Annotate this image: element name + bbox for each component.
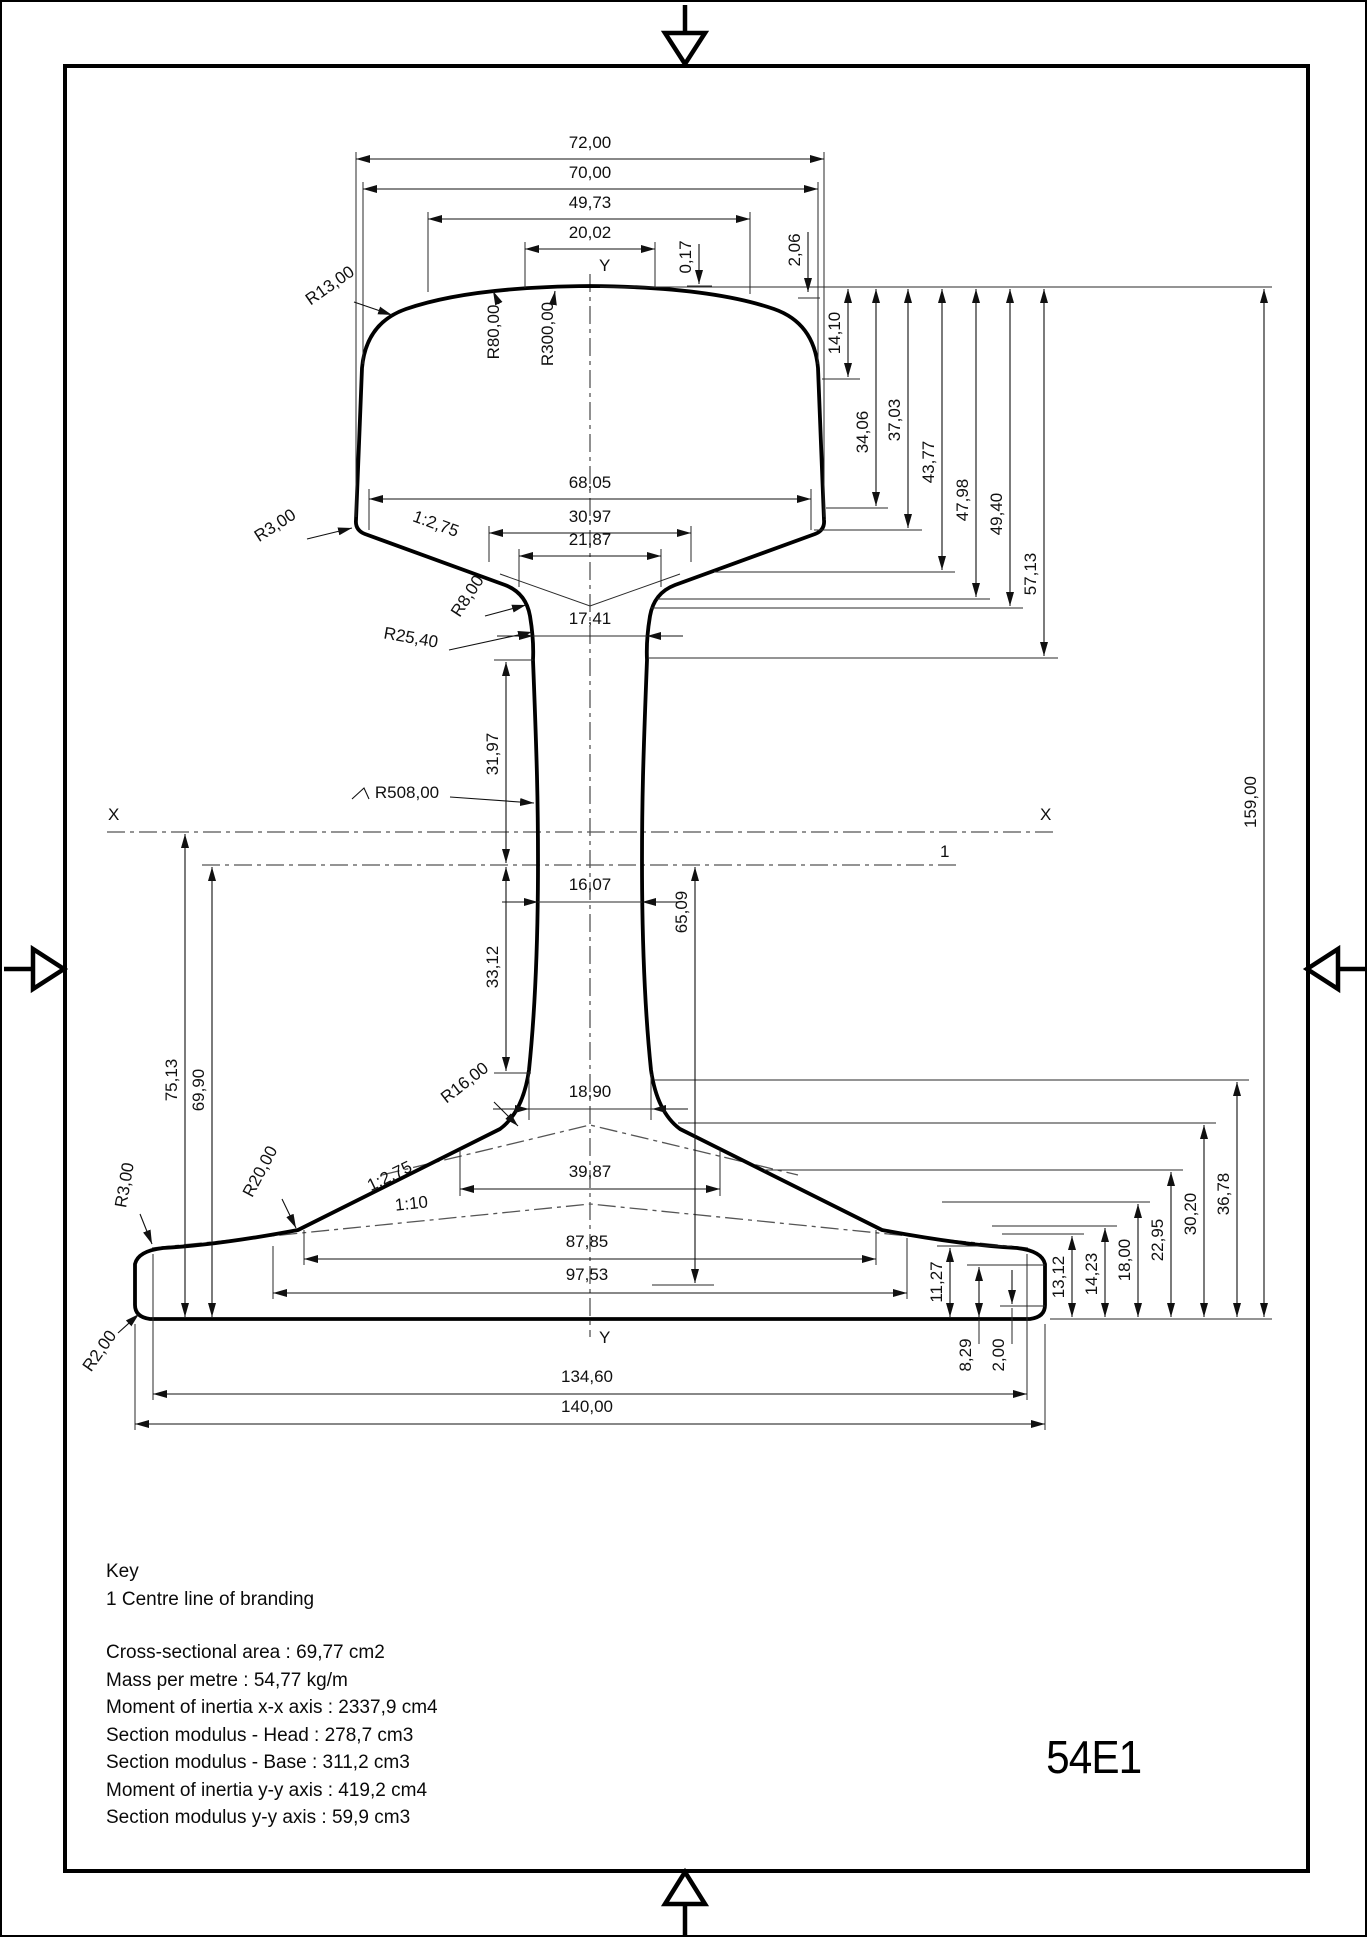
head-gauge-construction-line bbox=[499, 573, 681, 607]
foot-1-10-construction-line bbox=[151, 1203, 1029, 1249]
dim-label-49-40: 49,40 bbox=[987, 493, 1006, 536]
key-title: Key bbox=[106, 1561, 139, 1582]
y-axis-label-top: Y bbox=[599, 256, 610, 275]
branding-line-ref-label: 1 bbox=[940, 842, 949, 861]
property-section-modulus-base: Section modulus - Base : 311,2 cm3 bbox=[106, 1752, 410, 1773]
dim-label-97-53: 97,53 bbox=[566, 1265, 609, 1284]
radius-label-r20: R20,00 bbox=[239, 1143, 282, 1200]
profile-designation-title: 54E1 bbox=[1046, 1731, 1142, 1783]
dimension-labels: 72,00 70,00 49,73 20,02 0,17 2,06 14,10 … bbox=[79, 133, 1260, 1416]
dim-label-65-09: 65,09 bbox=[672, 891, 691, 934]
radius-label-r16: R16,00 bbox=[437, 1058, 492, 1107]
dim-label-70-00: 70,00 bbox=[569, 163, 612, 182]
registration-mark-left bbox=[4, 944, 69, 994]
dim-label-11-27: 11,27 bbox=[927, 1261, 946, 1302]
centerlines bbox=[107, 274, 1057, 1337]
dim-label-31-97: 31,97 bbox=[483, 733, 502, 776]
dim-label-39-87: 39,87 bbox=[569, 1162, 612, 1181]
dim-label-22-95: 22,95 bbox=[1148, 1219, 1167, 1262]
radius-label-r2: R2,00 bbox=[79, 1327, 121, 1375]
key-item-1: 1 Centre line of branding bbox=[106, 1588, 315, 1610]
dim-label-37-03: 37,03 bbox=[885, 399, 904, 442]
dim-label-75-13: 75,13 bbox=[162, 1059, 181, 1102]
dim-label-16-07: 16,07 bbox=[569, 875, 612, 894]
radius-label-r3-head: R3,00 bbox=[251, 505, 299, 546]
dim-label-43-77: 43,77 bbox=[919, 441, 938, 484]
dim-label-33-12: 33,12 bbox=[483, 946, 502, 989]
property-cross-sectional-area: Cross-sectional area : 69,77 cm2 bbox=[106, 1642, 385, 1663]
registration-mark-right bbox=[1302, 944, 1365, 994]
dim-label-30-20: 30,20 bbox=[1181, 1193, 1200, 1236]
radius-label-r80: R80,00 bbox=[484, 305, 503, 360]
dim-label-17-41: 17,41 bbox=[569, 609, 612, 628]
property-moment-inertia-yy: Moment of inertia y-y axis : 419,2 cm4 bbox=[106, 1779, 428, 1801]
dim-label-87-85: 87,85 bbox=[566, 1232, 609, 1251]
dim-label-30-97: 30,97 bbox=[569, 507, 612, 526]
property-mass-per-metre: Mass per metre : 54,77 kg/m bbox=[106, 1669, 348, 1691]
radius-label-r300: R300,00 bbox=[538, 302, 557, 366]
dim-label-0-17: 0,17 bbox=[676, 240, 695, 273]
dim-label-2-06: 2,06 bbox=[785, 233, 804, 266]
rail-cross-section-outline bbox=[133, 284, 1047, 1321]
dim-label-69-90: 69,90 bbox=[189, 1069, 208, 1112]
x-axis-label-left: X bbox=[108, 805, 119, 824]
dim-label-57-13: 57,13 bbox=[1021, 553, 1040, 596]
dim-label-13-12: 13,12 bbox=[1049, 1256, 1068, 1299]
radius-label-r13: R13,00 bbox=[302, 262, 358, 309]
property-moment-inertia-xx: Moment of inertia x-x axis : 2337,9 cm4 bbox=[106, 1697, 438, 1718]
radius-label-r3-foot: R3,00 bbox=[111, 1161, 138, 1209]
radius-label-r8: R8,00 bbox=[447, 572, 488, 620]
dim-label-14-23: 14,23 bbox=[1082, 1253, 1101, 1296]
dim-label-34-06: 34,06 bbox=[853, 411, 872, 454]
dim-label-14-10: 14,10 bbox=[825, 312, 844, 355]
dim-label-20-02: 20,02 bbox=[569, 223, 612, 242]
y-axis-label-bottom: Y bbox=[599, 1328, 610, 1347]
dim-label-18-00: 18,00 bbox=[1115, 1239, 1134, 1282]
x-axis-label-right: X bbox=[1040, 805, 1051, 824]
dim-label-49-73: 49,73 bbox=[569, 193, 612, 212]
dim-label-134-60: 134,60 bbox=[561, 1367, 613, 1386]
slope-label-1-10: 1:10 bbox=[394, 1192, 429, 1214]
dim-label-36-78: 36,78 bbox=[1214, 1173, 1233, 1216]
dim-label-21-87: 21,87 bbox=[569, 530, 612, 549]
slope-label-foot: 1:2,75 bbox=[364, 1157, 415, 1195]
dim-label-18-90: 18,90 bbox=[569, 1082, 612, 1101]
dim-label-8-29: 8,29 bbox=[956, 1338, 975, 1371]
radius-label-r508: R508,00 bbox=[375, 783, 439, 802]
dim-label-47-98: 47,98 bbox=[953, 479, 972, 522]
property-section-modulus-yy: Section modulus y-y axis : 59,9 cm3 bbox=[106, 1807, 411, 1828]
property-section-modulus-head: Section modulus - Head : 278,7 cm3 bbox=[106, 1724, 414, 1746]
registration-mark-top bbox=[660, 5, 710, 69]
dimension-lines bbox=[117, 155, 1268, 1428]
dim-label-72-00: 72,00 bbox=[569, 133, 612, 152]
extension-lines bbox=[134, 152, 1272, 1430]
dim-label-140-00: 140,00 bbox=[561, 1397, 613, 1416]
axis-labels: Y Y X X 1 bbox=[108, 256, 1051, 1347]
registration-mark-bottom bbox=[660, 1867, 710, 1935]
slope-label-head: 1:2,75 bbox=[410, 507, 461, 541]
dim-label-68-05: 68,05 bbox=[569, 473, 612, 492]
foot-slope-construction-line bbox=[381, 1124, 799, 1176]
dim-label-2-00: 2,00 bbox=[989, 1338, 1008, 1371]
radius-label-r25-40: R25,40 bbox=[382, 623, 439, 651]
key-block: Key 1 Centre line of branding Cross-sect… bbox=[106, 1558, 438, 1832]
dim-label-159-00: 159,00 bbox=[1241, 776, 1260, 828]
